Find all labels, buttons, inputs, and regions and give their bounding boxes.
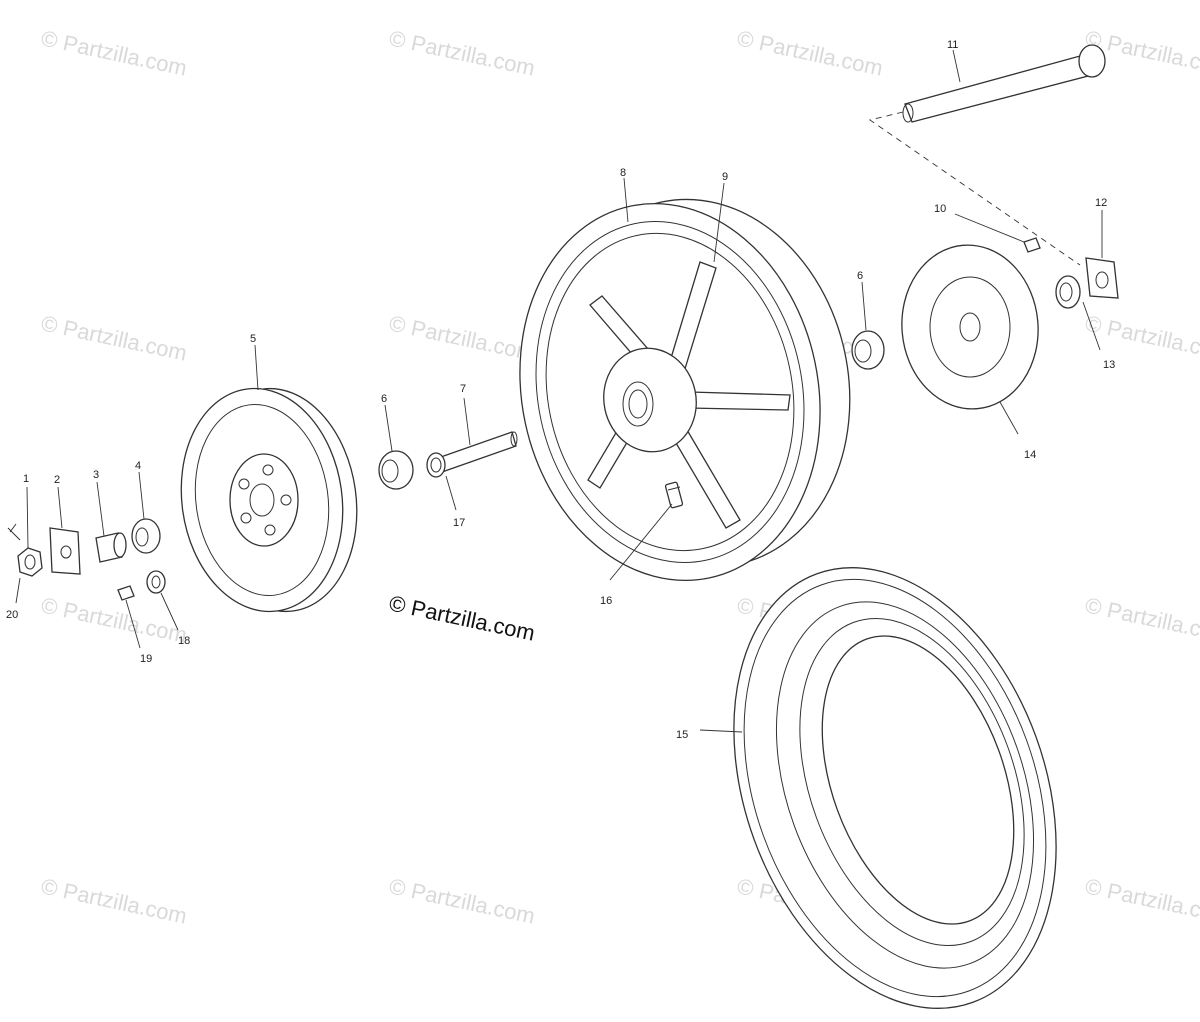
watermark: © Partzilla.com [39,25,189,80]
watermark: © Partzilla.com [1083,592,1200,647]
callout-20: 20 [6,609,18,621]
watermark: © Partzilla.com [387,310,537,365]
callout-5: 5 [250,333,256,345]
callout-10: 10 [934,203,946,215]
washer-hole [151,575,161,589]
sprocket-pulley [180,387,358,613]
callout-6-right: 6 [857,270,863,282]
main-watermark: © Partzilla.com [387,590,537,645]
callout-3: 3 [93,469,99,481]
bearing-right [851,330,885,370]
tube-seal-inner [430,457,442,473]
callout-7: 7 [460,383,466,395]
callout-11: 11 [947,39,958,51]
watermark: © Partzilla.com [387,25,537,80]
adjuster-plate [1085,257,1119,299]
spacer-ring [1055,275,1081,309]
watermark: © Partzilla.com [39,310,189,365]
adjuster-plate-left [49,527,81,575]
callout-8: 8 [620,167,626,179]
callout-19: 19 [140,653,152,665]
callout-6-left: 6 [381,393,387,405]
small-bolt [117,585,135,601]
watermark: © Partzilla.com [1083,310,1200,365]
watermark: © Partzilla.com [39,592,189,647]
bearing-small [131,518,161,554]
tube-seal [426,452,446,478]
watermark: © Partzilla.com [1083,873,1200,928]
callout-15: 15 [676,729,688,741]
tire [733,567,1057,1009]
watermark: © Partzilla.com [39,873,189,928]
callout-16: 16 [600,595,612,607]
callout-2: 2 [54,474,60,486]
bearing-left [378,450,414,490]
watermark: © Partzilla.com [735,25,885,80]
callout-14: 14 [1024,449,1036,461]
callout-9: 9 [722,171,728,183]
spacer-tube [437,431,518,473]
callout-18: 18 [178,635,190,647]
disc-bolt [1023,237,1041,253]
callout-1: 1 [23,473,29,485]
axle-nut [17,547,43,577]
callout-12: 12 [1095,197,1107,209]
callout-13: 13 [1103,359,1115,371]
leader-lines [15,49,1103,733]
main-wheel [519,198,851,582]
cotter-pin [7,523,21,541]
callout-labels: 1 2 3 4 5 6 6 7 8 9 10 11 12 13 14 15 16… [6,39,1115,741]
spacer-collar [95,532,127,563]
callout-4: 4 [135,460,141,472]
callout-17: 17 [453,517,465,529]
axle-guide-line [868,111,1081,266]
valve-stem [664,481,684,509]
axle [902,44,1106,123]
washer [146,570,166,594]
brake-disc [901,244,1039,410]
watermark: © Partzilla.com [387,873,537,928]
